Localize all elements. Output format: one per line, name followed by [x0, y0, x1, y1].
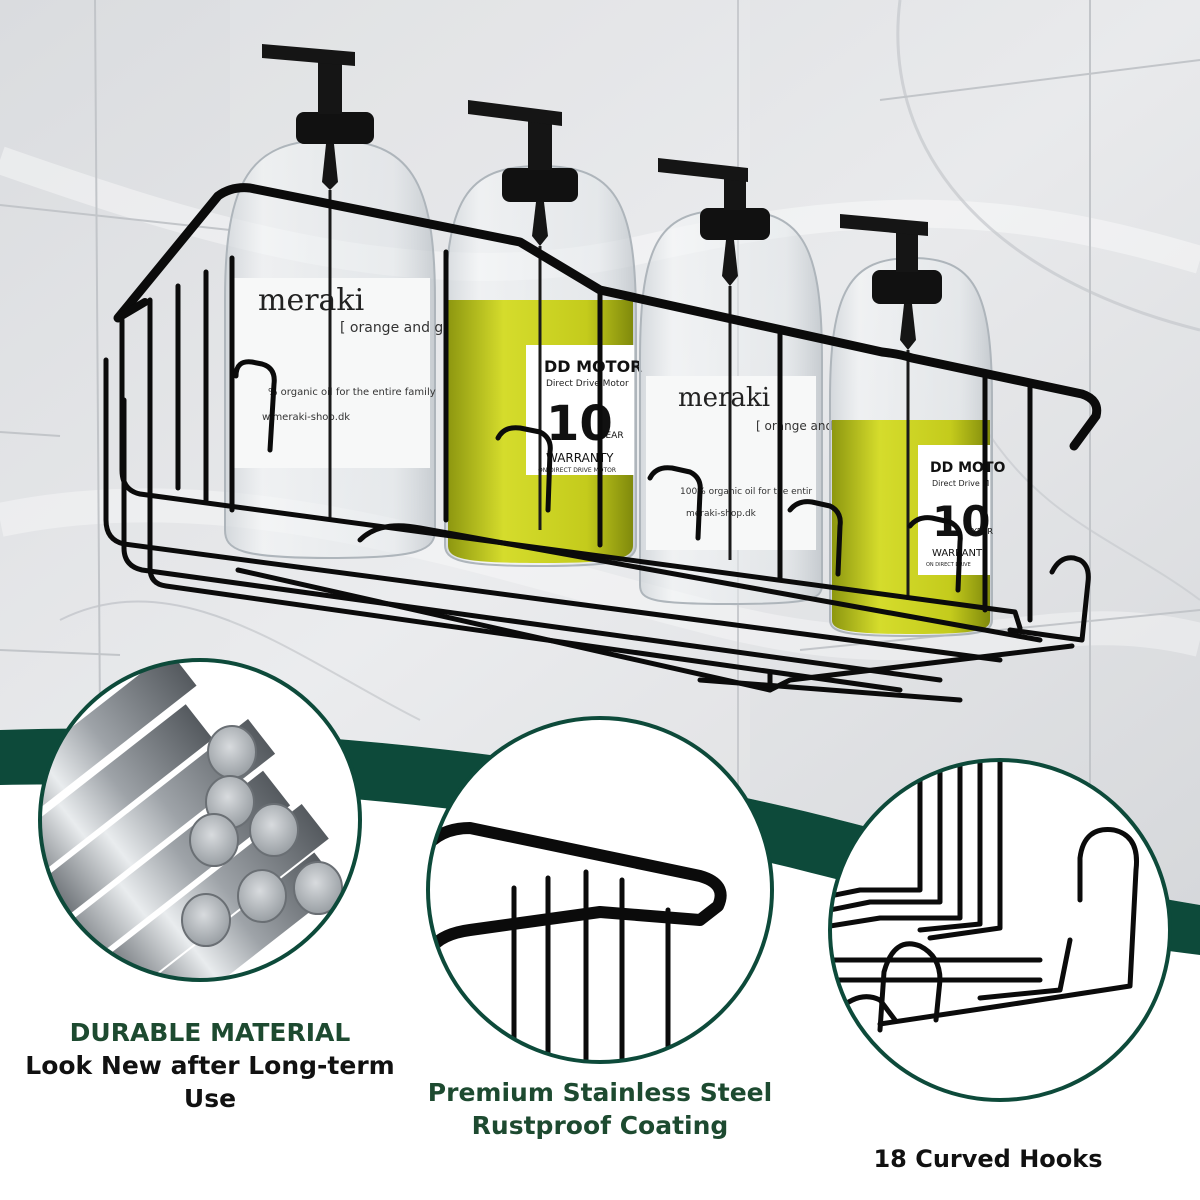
bottle-1-tag: [ orange and gr — [340, 320, 449, 336]
feature-circle-material — [38, 658, 362, 982]
bottle-3-line: 100% organic oil for the entir — [680, 487, 812, 497]
bottle-2-warranty: WARRANTY — [546, 451, 614, 465]
feature-title-coating: Premium Stainless Steel — [427, 1078, 773, 1107]
bottle-2: DD MOTOR Direct Drive Motor 10 YEAR WARR… — [444, 100, 643, 568]
feature-caption-coating: Premium Stainless Steel Rustproof Coatin… — [388, 1076, 812, 1142]
bottle-2-fine: ON DIRECT DRIVE MOTOR — [538, 467, 616, 474]
rack-corner-image — [428, 822, 727, 1062]
wire-rack — [103, 183, 1102, 703]
feature-subtitle-coating: Rustproof Coating — [471, 1111, 729, 1140]
feature-circle-coating — [426, 716, 774, 1064]
feature-circle-hooks — [828, 758, 1172, 1102]
feature-caption-hooks: 18 Curved Hooks — [838, 1144, 1138, 1176]
bottle-2-sub: Direct Drive Motor — [546, 379, 629, 389]
bottle-3-brand: meraki — [678, 383, 770, 413]
feature-title-material: DURABLE MATERIAL — [69, 1018, 351, 1047]
bottle-4-fine: ON DIRECT DRIVE — [926, 562, 971, 568]
bottle-4-sub: Direct Drive M — [932, 479, 989, 488]
bottle-4-brand: DD MOTO — [930, 460, 1005, 476]
bottle-2-big: 10 — [546, 396, 613, 452]
curved-hooks-image — [830, 760, 1140, 1033]
feature-title-hooks: 18 Curved Hooks — [873, 1145, 1103, 1173]
bottle-2-brand: DD MOTOR — [544, 357, 643, 376]
bottle-1-brand: meraki — [258, 283, 364, 318]
bottle-4-year: YEAR — [971, 527, 993, 536]
bottle-3-tag: [ orange and — [756, 419, 833, 433]
steel-rods-image — [40, 660, 343, 980]
bottle-3-site: meraki-shop.dk — [686, 509, 757, 519]
bottle-1: meraki [ orange and gr % organic oil for… — [224, 44, 449, 560]
feature-caption-material: DURABLE MATERIAL Look New after Long-ter… — [0, 1016, 420, 1115]
bottles-group: meraki [ orange and gr % organic oil for… — [224, 44, 1005, 638]
bottle-1-site: w.meraki-shop.dk — [262, 412, 350, 423]
bottle-1-line: % organic oil for the entire family — [268, 387, 436, 398]
bottle-2-year: YEAR — [599, 431, 624, 441]
bottle-3: meraki [ orange and 100% organic oil for… — [639, 158, 833, 606]
feature-subtitle-material: Look New after Long-term Use — [25, 1051, 395, 1113]
